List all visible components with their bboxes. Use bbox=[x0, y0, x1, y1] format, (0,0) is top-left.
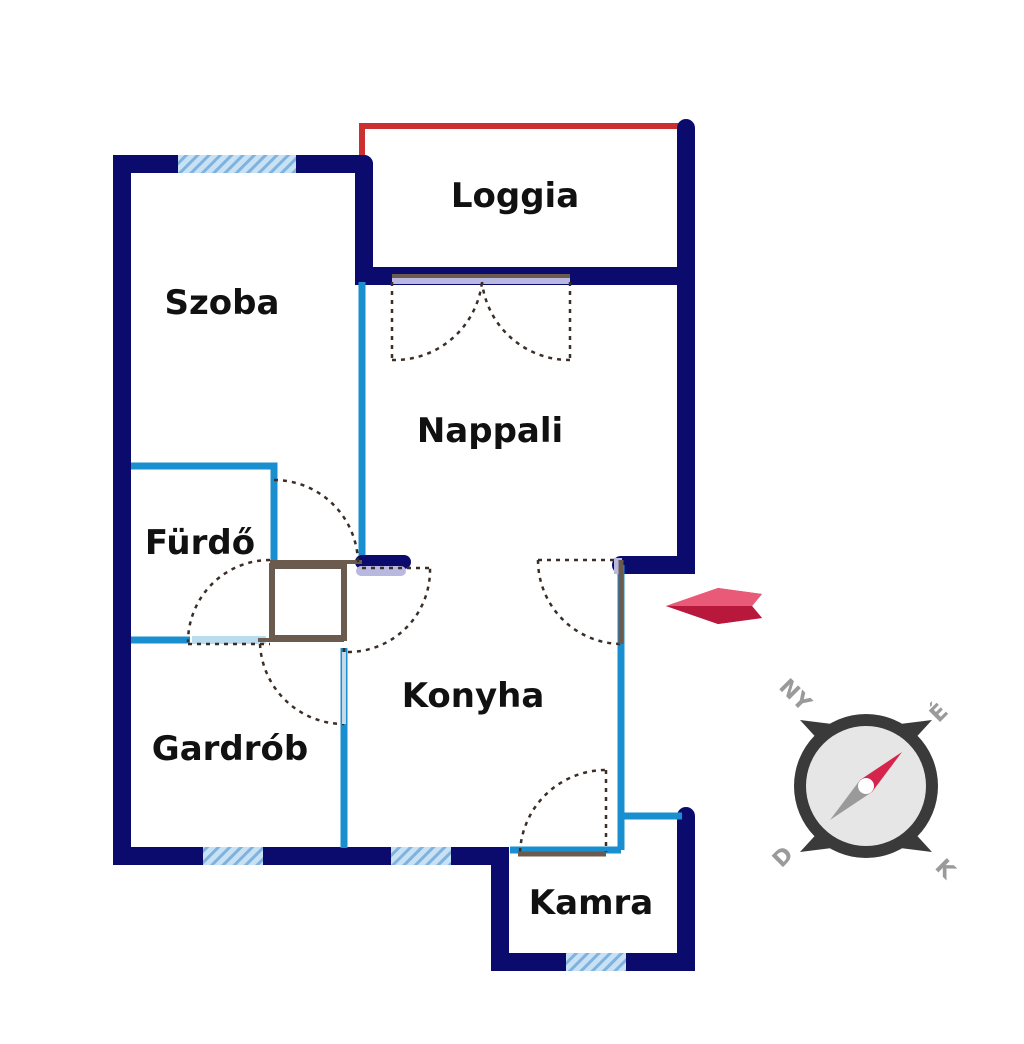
window bbox=[178, 155, 296, 173]
window bbox=[566, 953, 626, 971]
exterior-walls bbox=[113, 119, 695, 971]
door-swing-konyha-left bbox=[347, 567, 432, 654]
compass-label-k: K bbox=[930, 855, 960, 885]
door-swing-kamra bbox=[518, 768, 607, 853]
room-label-nappali: Nappali bbox=[417, 411, 563, 451]
windows bbox=[178, 155, 626, 971]
room-label-gardrob: Gardrób bbox=[152, 729, 308, 769]
balcony-railing bbox=[359, 123, 689, 161]
window bbox=[192, 636, 266, 644]
door-swing-entrance bbox=[536, 559, 623, 646]
door-swing-furdo-left bbox=[186, 558, 271, 643]
room-label-szoba: Szoba bbox=[165, 283, 280, 323]
door-swing-gardrob bbox=[258, 643, 345, 726]
compass-label-d: D bbox=[768, 842, 799, 873]
room-label-loggia: Loggia bbox=[451, 176, 579, 216]
shaft-block bbox=[258, 560, 362, 642]
compass-label-ny: NY bbox=[774, 674, 817, 717]
window bbox=[203, 847, 263, 865]
door-leaves bbox=[342, 560, 624, 857]
window bbox=[391, 847, 451, 865]
door-swings bbox=[186, 478, 623, 853]
entrance-arrow-icon bbox=[666, 588, 762, 624]
door-swing-furdo-top bbox=[273, 478, 360, 565]
room-label-kamra: Kamra bbox=[529, 883, 653, 923]
room-label-konyha: Konyha bbox=[402, 676, 545, 716]
room-label-furdo: Fürdő bbox=[145, 523, 255, 563]
compass-icon: NY É D K bbox=[768, 674, 960, 885]
loggia-double-door bbox=[390, 274, 572, 362]
wall-stub bbox=[355, 555, 622, 576]
